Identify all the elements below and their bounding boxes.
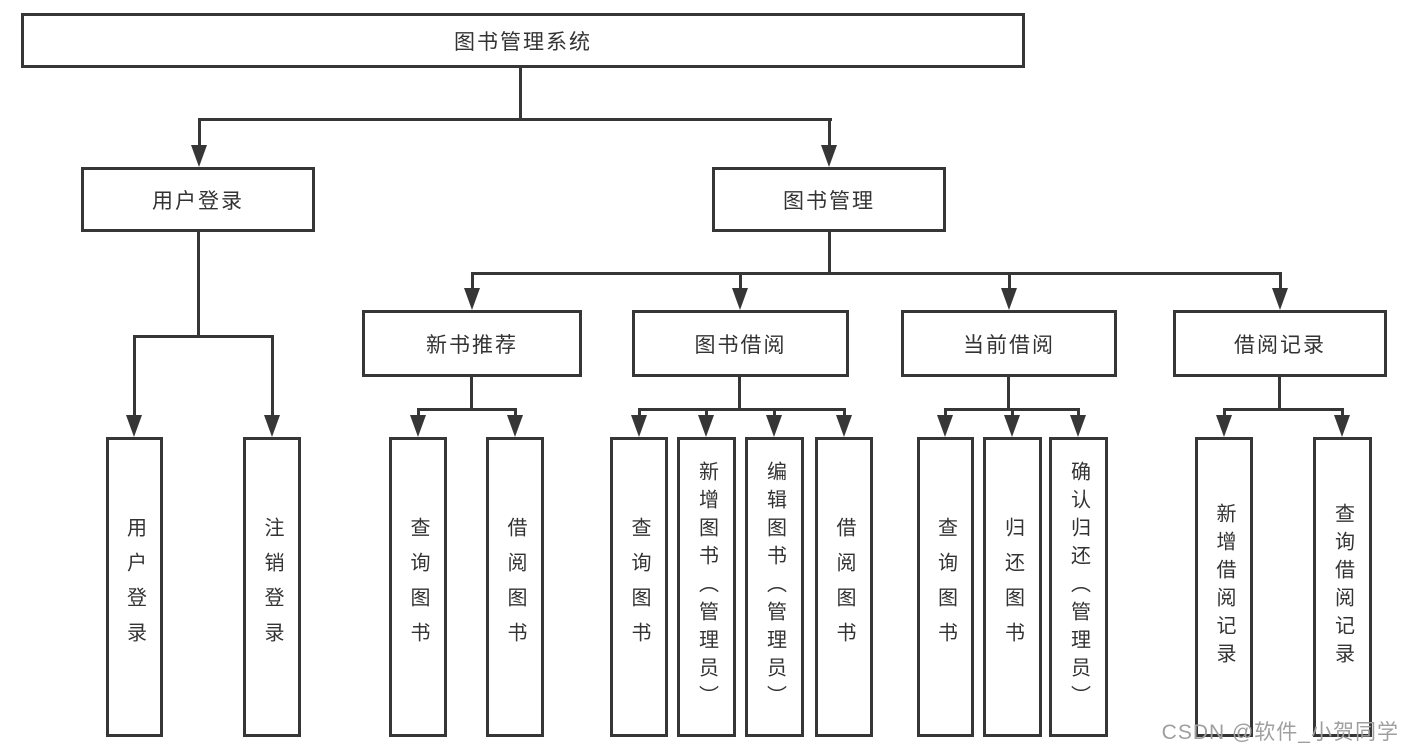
connector-login-branch [133, 335, 274, 338]
connector-to-login-leaf [133, 335, 136, 417]
arrow-down-icon [631, 415, 647, 437]
leaf-query-book: 查询图书 [610, 437, 668, 737]
leaf-query-borrow-record: 查询借阅记录 [1313, 437, 1372, 737]
leaf-borrow-book: 借阅图书 [815, 437, 873, 737]
connector-to-user-login [198, 118, 201, 148]
leaf-return-book: 归还图书 [983, 437, 1042, 737]
leaf-add-book-admin: 新增图书（管理员） [677, 437, 736, 737]
connector-borrow-stem [738, 377, 741, 408]
arrow-down-icon [1334, 415, 1350, 437]
arrow-down-icon [732, 288, 748, 310]
node-book-management: 图书管理 [712, 167, 946, 232]
arrow-down-icon [698, 415, 714, 437]
arrow-down-icon [126, 415, 142, 437]
node-new-book-recommend: 新书推荐 [362, 310, 582, 377]
arrow-down-icon [1216, 415, 1232, 437]
connector-mgmt-branch [471, 272, 1281, 275]
connector-leaf-stem [773, 408, 776, 418]
watermark: CSDN @软件_小贺同学 [1161, 721, 1399, 744]
connector-to-book-borrow [739, 272, 742, 290]
connector-leaf-stem [638, 408, 641, 418]
connector-borrow-branch [638, 408, 846, 411]
leaf-add-borrow-record: 新增借阅记录 [1195, 437, 1253, 737]
connector-root-stem [519, 68, 522, 118]
connector-to-borrow-records [1279, 272, 1282, 290]
arrow-down-icon [836, 415, 852, 437]
connector-records-stem [1278, 377, 1281, 408]
connector-to-current-borrow [1008, 272, 1011, 290]
connector-to-new-book [471, 272, 474, 290]
connector-leaf-stem [417, 408, 420, 418]
arrow-down-icon [191, 145, 207, 167]
arrow-down-icon [1001, 288, 1017, 310]
connector-to-book-mgmt [828, 118, 831, 148]
leaf-query-book: 查询图书 [917, 437, 974, 737]
arrow-down-icon [1070, 415, 1086, 437]
node-library-management-system: 图书管理系统 [21, 13, 1025, 68]
connector-newbook-stem [470, 377, 473, 408]
arrow-down-icon [507, 415, 523, 437]
connector-leaf-stem [1011, 408, 1014, 418]
leaf-logout: 注销登录 [243, 437, 301, 737]
connector-root-branch [198, 118, 832, 121]
leaf-user-login: 用户登录 [106, 437, 163, 737]
arrow-down-icon [766, 415, 782, 437]
leaf-edit-book-admin: 编辑图书（管理员） [745, 437, 804, 737]
connector-mgmt-stem [828, 232, 831, 272]
connector-records-branch [1223, 408, 1343, 411]
connector-leaf-stem [1077, 408, 1080, 418]
leaf-borrow-book: 借阅图书 [486, 437, 544, 737]
arrow-down-icon [1272, 288, 1288, 310]
arrow-down-icon [821, 145, 837, 167]
connector-leaf-stem [514, 408, 517, 418]
connector-current-stem [1007, 377, 1010, 408]
connector-leaf-stem [1341, 408, 1344, 418]
node-book-borrow: 图书借阅 [632, 310, 849, 377]
connector-login-stem [197, 232, 200, 335]
arrow-down-icon [464, 288, 480, 310]
connector-leaf-stem [944, 408, 947, 418]
node-current-borrow: 当前借阅 [901, 310, 1117, 377]
connector-leaf-stem [705, 408, 708, 418]
connector-newbook-branch [417, 408, 517, 411]
node-user-login: 用户登录 [81, 167, 315, 232]
arrow-down-icon [264, 415, 280, 437]
arrow-down-icon [410, 415, 426, 437]
connector-to-logout-leaf [271, 335, 274, 417]
arrow-down-icon [1004, 415, 1020, 437]
leaf-confirm-return-admin: 确认归还（管理员） [1049, 437, 1108, 737]
node-borrow-records: 借阅记录 [1173, 310, 1387, 377]
connector-leaf-stem [843, 408, 846, 418]
connector-leaf-stem [1223, 408, 1226, 418]
arrow-down-icon [937, 415, 953, 437]
leaf-query-book: 查询图书 [389, 437, 447, 737]
